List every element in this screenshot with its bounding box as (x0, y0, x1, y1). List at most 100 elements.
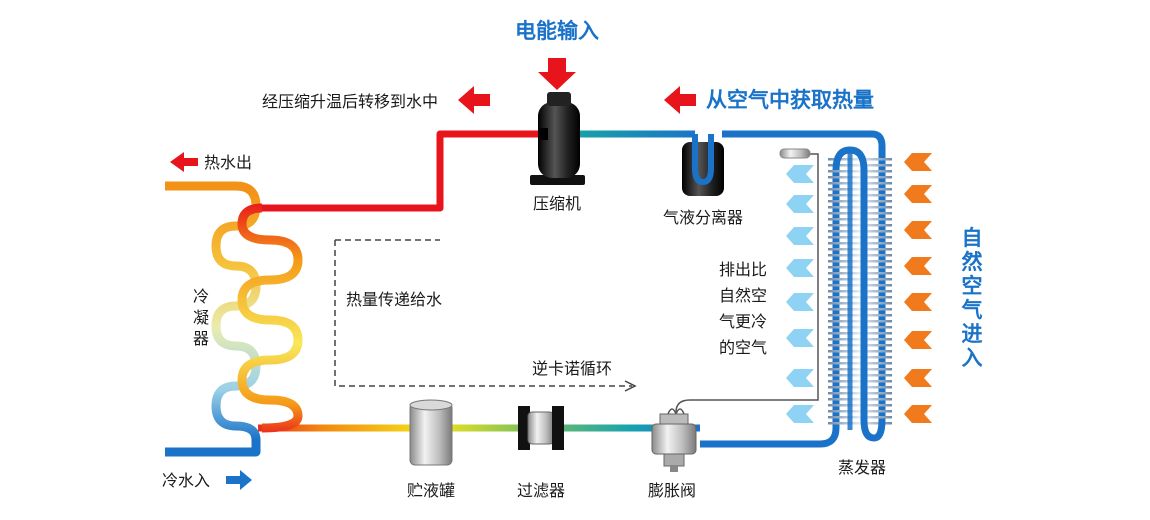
reverse-carnot-label: 逆卡诺循环 (532, 359, 612, 378)
condenser-label-3: 器 (193, 329, 209, 348)
cold-air-arrows (786, 165, 814, 423)
natural-air-arrow (904, 257, 932, 275)
natural-air-arrow (904, 185, 932, 203)
cold-water-in-arrow (226, 470, 252, 490)
evaporator-fin (828, 332, 892, 335)
evaporator-fin (828, 320, 892, 323)
evaporator-fin (828, 260, 892, 263)
natural-air-label-1: 自 (962, 226, 983, 250)
natural-air-arrow (904, 153, 932, 171)
cold-air-arrow (786, 369, 814, 387)
compressor-icon (530, 92, 585, 185)
cold-air-arrow (786, 195, 814, 213)
gas-liquid-separator-icon (682, 134, 724, 196)
natural-air-arrow (904, 293, 932, 311)
evaporator-fin (828, 278, 892, 281)
evaporator-fin (828, 410, 892, 413)
evaporator-fin (828, 242, 892, 245)
cold-air-arrow (786, 259, 814, 277)
evaporator-label: 蒸发器 (838, 458, 886, 477)
evaporator-fin (828, 314, 892, 317)
hot-water-out-label: 热水出 (204, 153, 252, 172)
evaporator-fin (828, 236, 892, 239)
cold-water-in-label: 冷水入 (162, 471, 210, 490)
evaporator-fin (828, 230, 892, 233)
evaporator-fin (828, 308, 892, 311)
natural-air-arrow (904, 221, 932, 239)
evaporator-fin (828, 296, 892, 299)
sensor-bulb (779, 148, 811, 159)
natural-air-label-6: 入 (962, 346, 983, 370)
cold-air-label-4: 的空气 (719, 338, 767, 357)
power-input-label: 电能输入 (515, 19, 599, 43)
evaporator-fin (828, 380, 892, 383)
evaporator-fin (828, 392, 892, 395)
evaporator-fin (828, 284, 892, 287)
power-input-arrow (538, 58, 576, 90)
evaporator-fin (828, 182, 892, 185)
evaporator-fin (828, 386, 892, 389)
evaporator-inlet-pipe (700, 170, 840, 448)
expansion-valve-icon (651, 408, 697, 472)
natural-air-arrow (904, 331, 932, 349)
dashed-arrow-head (624, 380, 637, 392)
natural-air-label-2: 然 (962, 250, 983, 274)
evaporator-fin (828, 302, 892, 305)
evaporator-fin (828, 368, 892, 371)
heat-transfer-arrow (458, 86, 490, 114)
evaporator-fin (828, 206, 892, 209)
evaporator-fin (828, 362, 892, 365)
heat-to-water-label: 热量传递给水 (346, 290, 442, 309)
cold-air-arrow (786, 293, 814, 311)
cold-air-label-1: 排出比 (719, 260, 767, 279)
evaporator-outlet-pipe (722, 130, 886, 420)
natural-air-arrow (904, 405, 932, 423)
evaporator-fin (828, 176, 892, 179)
cold-air-label-3: 气更冷 (719, 312, 767, 331)
cold-air-arrow (786, 165, 814, 183)
evaporator-fin (828, 326, 892, 329)
evaporator-fin (828, 338, 892, 341)
condenser-label-2: 凝 (193, 308, 209, 327)
evaporator-fin (828, 170, 892, 173)
evaporator-fin (828, 422, 892, 425)
heat-transfer-dashed-line (334, 239, 632, 387)
evaporator-coil (828, 146, 892, 442)
natural-air-arrows (904, 153, 932, 423)
sensor-line (675, 153, 819, 413)
evaporator-fin (828, 374, 892, 377)
evaporator-fin (828, 350, 892, 353)
natural-air-label-5: 进 (962, 322, 983, 346)
evaporator-fin (828, 248, 892, 251)
evaporator-fin (828, 272, 892, 275)
natural-air-arrow (904, 369, 932, 387)
air-heat-arrow (664, 86, 696, 114)
compress-transfer-label: 经压缩升温后转移到水中 (262, 92, 438, 111)
evaporator-fin (828, 266, 892, 269)
evaporator-fin (828, 188, 892, 191)
natural-air-label-3: 空 (962, 274, 983, 298)
evaporator-fin (828, 200, 892, 203)
cold-air-label-2: 自然空 (719, 286, 767, 305)
evaporator-fin (828, 224, 892, 227)
filter-label: 过滤器 (517, 481, 565, 500)
evaporator-fin (828, 254, 892, 257)
receiver-label: 贮液罐 (407, 481, 455, 500)
gas-liquid-separator-label: 气液分离器 (663, 208, 743, 227)
evaporator-fin (828, 218, 892, 221)
compressor-label: 压缩机 (533, 194, 581, 213)
hot-water-out-arrow (170, 152, 198, 172)
cold-air-arrow (786, 329, 814, 347)
condenser-coil (165, 181, 303, 457)
evaporator-fin (828, 344, 892, 347)
evaporator-fin (828, 416, 892, 419)
evaporator-fin (828, 290, 892, 293)
evaporator-fin (828, 212, 892, 215)
condenser-label-1: 冷 (193, 287, 209, 306)
evaporator-fin (828, 404, 892, 407)
expansion-valve-label: 膨胀阀 (648, 481, 696, 500)
evaporator-fin (828, 164, 892, 167)
hot-discharge-pipe (258, 130, 545, 212)
filter-icon (518, 406, 564, 450)
